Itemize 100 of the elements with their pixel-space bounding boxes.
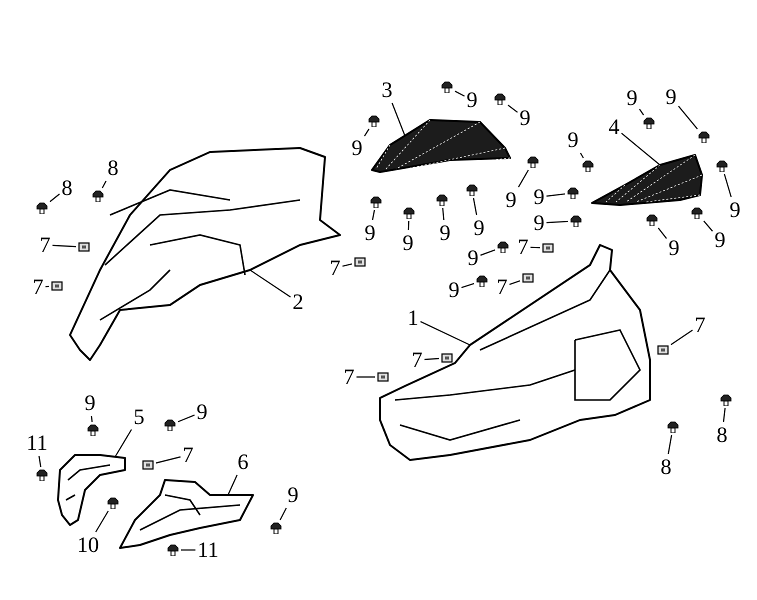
callout-number: 9 [196, 401, 208, 423]
screw-icon [36, 202, 48, 214]
callout-number: 2 [292, 291, 304, 313]
screw-icon [476, 275, 488, 287]
leader-line [658, 228, 667, 239]
leader-line [52, 244, 76, 248]
clip-nut-icon [142, 460, 154, 470]
leader-line [472, 198, 478, 216]
callout-number: 9 [520, 107, 530, 129]
callout-number: 9 [666, 86, 676, 108]
leader-line [102, 180, 107, 188]
callout-number: 7 [518, 236, 528, 258]
screw-icon [643, 117, 655, 129]
screw-icon [436, 194, 448, 206]
screw-icon [698, 131, 710, 143]
callout-number: 9 [668, 237, 680, 259]
grille-panel-drawing [370, 118, 512, 174]
leader-line [724, 174, 732, 198]
leader-line [668, 434, 672, 454]
callout-number: 9 [506, 189, 516, 211]
leader-line [546, 220, 568, 224]
clip-nut-icon [78, 242, 90, 252]
screw-icon [720, 394, 732, 406]
callout-number: 7 [330, 257, 340, 279]
leader-line [392, 102, 406, 136]
screw-icon [403, 207, 415, 219]
callout-number: 9 [468, 247, 478, 269]
screw-icon [270, 522, 282, 534]
screw-icon [582, 160, 594, 172]
callout-number: 9 [466, 89, 478, 111]
leader-line [454, 90, 465, 97]
screw-icon [691, 207, 703, 219]
leader-line [508, 104, 518, 113]
leader-line [480, 249, 496, 256]
screw-icon [92, 190, 104, 202]
leader-line [38, 456, 42, 468]
leader-line [372, 210, 376, 220]
callout-number: 9 [288, 484, 298, 506]
clip-nut-icon [51, 281, 63, 291]
callout-number: 9 [440, 222, 450, 244]
clip-nut-icon [377, 372, 389, 382]
leader-line [50, 194, 60, 202]
leader-line [90, 416, 93, 422]
leader-line [518, 170, 529, 188]
screw-icon [167, 544, 179, 556]
screw-icon [716, 160, 728, 172]
callout-number: 5 [134, 406, 144, 428]
screw-icon [497, 241, 509, 253]
leader-line [364, 128, 370, 136]
screw-icon [570, 215, 582, 227]
leader-line [670, 330, 693, 346]
leader-line [45, 286, 50, 288]
leader-line [342, 263, 352, 267]
callout-number: 6 [238, 451, 248, 473]
screw-icon [370, 196, 382, 208]
callout-number: 7 [32, 276, 44, 298]
callout-number: 9 [84, 392, 96, 414]
callout-number: 9 [352, 137, 362, 159]
callout-number: 3 [382, 79, 392, 101]
callout-number: 9 [364, 222, 376, 244]
callout-number: 7 [496, 276, 508, 298]
leader-line [95, 510, 109, 532]
callout-number: 9 [626, 87, 638, 109]
leader-line [703, 220, 713, 232]
callout-number: 7 [344, 366, 354, 388]
callout-number: 9 [714, 229, 726, 251]
leader-line [424, 358, 440, 360]
callout-number: 7 [182, 444, 194, 466]
callout-number: 7 [40, 234, 50, 256]
clip-nut-icon [522, 273, 534, 283]
grille-panel-drawing [590, 153, 704, 207]
screw-icon [36, 469, 48, 481]
screw-icon [667, 421, 679, 433]
callout-number: 9 [730, 199, 740, 221]
callout-number: 7 [694, 314, 706, 336]
callout-number: 9 [402, 232, 414, 254]
clip-nut-icon [542, 243, 554, 253]
leader-line [530, 246, 540, 248]
leader-line [546, 193, 566, 197]
callout-number: 8 [62, 177, 72, 199]
screw-icon [441, 81, 453, 93]
leader-line [227, 474, 238, 496]
leader-line [420, 321, 470, 346]
callout-number: 9 [474, 217, 484, 239]
screw-icon [164, 419, 176, 431]
callout-number: 8 [660, 456, 672, 478]
screw-icon [494, 93, 506, 105]
leader-line [580, 152, 584, 158]
leader-line [250, 270, 291, 298]
screw-icon [107, 497, 119, 509]
leader-line [114, 429, 132, 458]
callout-number: 8 [108, 157, 118, 179]
clip-nut-icon [441, 353, 453, 363]
screw-icon [527, 156, 539, 168]
leader-line [178, 414, 195, 422]
leader-line [461, 283, 474, 288]
leader-line [722, 408, 726, 422]
callout-number: 9 [534, 186, 544, 208]
leader-line [442, 208, 444, 220]
callout-number: 9 [568, 129, 578, 151]
